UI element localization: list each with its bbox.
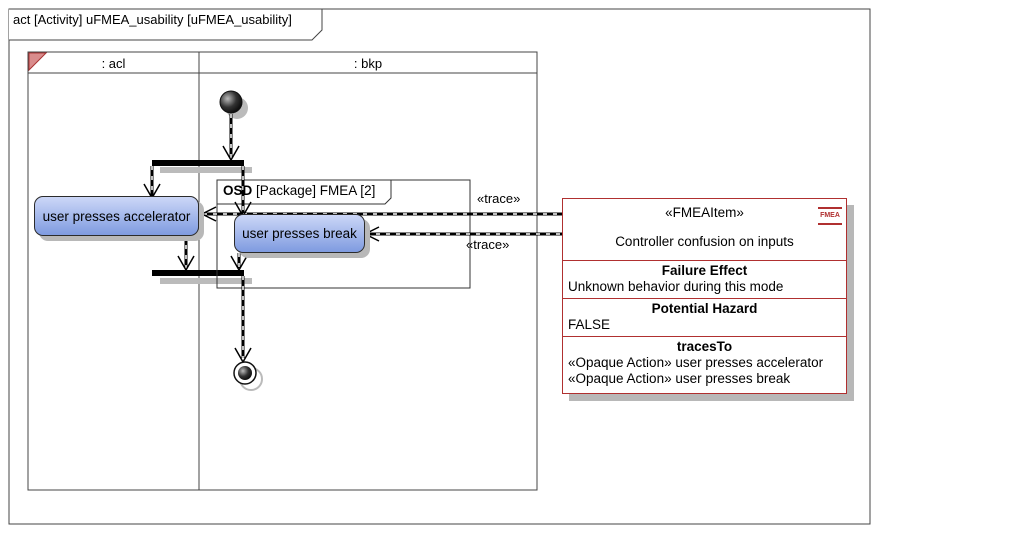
arrowhead-join-right <box>230 255 248 272</box>
fork-bar-shadow <box>160 167 252 173</box>
initial-node[interactable] <box>219 90 243 114</box>
join-bar[interactable] <box>152 270 244 276</box>
frame-title-tab <box>9 8 323 41</box>
lane-title-bkp: : bkp <box>353 56 383 71</box>
swimlane-frame <box>27 51 538 491</box>
traces-to-item[interactable]: «Opaque Action» user presses accelerator <box>568 355 824 370</box>
fmea-logo-icon: FMEA <box>818 207 842 225</box>
fmea-stereotype: «FMEAItem» <box>665 205 744 220</box>
package-tab-outline <box>217 179 392 205</box>
fork-bar[interactable] <box>152 160 244 166</box>
arrowhead-join-left <box>177 255 195 272</box>
trace-label-lower: «trace» <box>466 237 510 252</box>
join-bar-shadow <box>160 278 252 284</box>
failure-effect-value: Unknown behavior during this mode <box>568 279 784 294</box>
potential-hazard-label: Potential Hazard <box>651 301 758 316</box>
fmea-section-potential-hazard: Potential Hazard FALSE <box>563 298 846 332</box>
package-title-bold: OSD <box>223 183 253 198</box>
package-title[interactable]: OSD [Package] FMEA [2] <box>217 180 391 204</box>
frame-title: act [Activity] uFMEA_usability [uFMEA_us… <box>13 12 292 27</box>
action-user-presses-accelerator[interactable]: user presses accelerator <box>34 196 199 236</box>
package-title-rest: [Package] FMEA [2] <box>252 183 376 198</box>
trace-label-upper: «trace» <box>477 191 521 206</box>
arrowhead-trace-break <box>363 226 380 242</box>
partition-corner-icon <box>28 52 48 72</box>
traces-to-item[interactable]: «Opaque Action» user presses break <box>568 371 791 386</box>
fmea-item-name: Controller confusion on inputs <box>615 234 794 249</box>
failure-effect-label: Failure Effect <box>661 263 748 278</box>
lane-title-acl: : acl <box>101 56 126 71</box>
arrowhead-trace-accelerator <box>200 206 217 222</box>
action-user-presses-break[interactable]: user presses break <box>234 214 365 253</box>
arrowhead-fork <box>222 145 240 162</box>
traces-to-label: tracesTo <box>676 339 733 354</box>
fmea-item-box[interactable]: FMEA «FMEAItem» Controller confusion on … <box>562 198 847 394</box>
fmea-section-traces-to: tracesTo «Opaque Action» user presses ac… <box>563 336 846 386</box>
fmea-section-failure-effect: Failure Effect Unknown behavior during t… <box>563 260 846 294</box>
potential-hazard-value: FALSE <box>568 317 611 332</box>
final-node-inner <box>238 366 252 380</box>
